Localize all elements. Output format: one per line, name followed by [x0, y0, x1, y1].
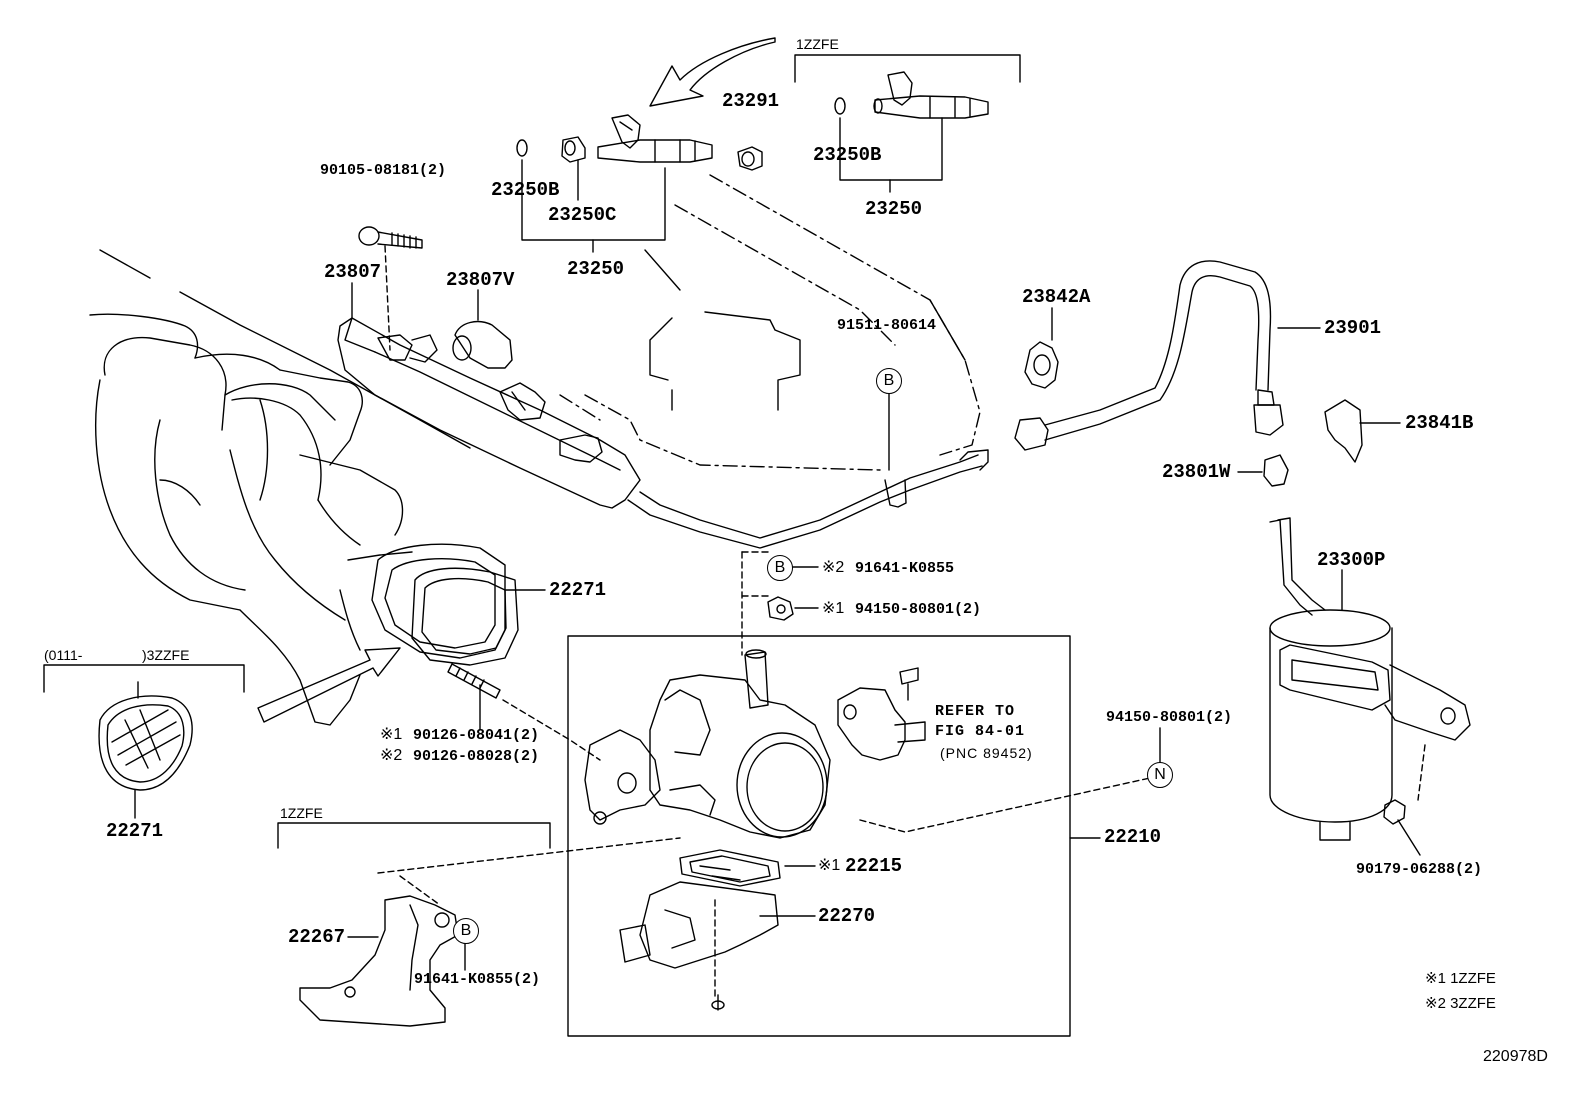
engine-tag-top: 1ZZFE — [796, 36, 839, 52]
part-23807v[interactable]: 23807V — [446, 269, 515, 291]
part-90105[interactable]: 90105-08181(2) — [320, 162, 447, 179]
leader-lines — [43, 54, 1421, 971]
part-22271-alt[interactable]: 22271 — [106, 820, 164, 842]
direction-arrow-top — [649, 37, 776, 107]
legend-1: ※1 1ZZFE — [1425, 970, 1496, 987]
figure-code: 220978D — [1483, 1048, 1548, 1065]
iac-valve — [619, 849, 781, 1011]
ref-line-1: REFER TO — [935, 703, 1016, 720]
engine-tag-bottom: 1ZZFE — [280, 805, 323, 821]
part-91511[interactable]: 91511-80614 — [837, 317, 937, 334]
mark-1-b: ※1 — [380, 726, 403, 743]
part-23250c[interactable]: 23250C — [548, 204, 617, 226]
ref-line-2: FIG 84-01 — [935, 723, 1026, 740]
intake-manifold — [89, 249, 471, 726]
clip-23801w — [1263, 454, 1289, 487]
part-23841b[interactable]: 23841B — [1405, 412, 1474, 434]
part-91641-a[interactable]: 91641-K0855 — [855, 560, 955, 577]
throttle-body — [584, 649, 831, 839]
callout-b-bracket: B — [453, 918, 479, 944]
engine-tag-left: )3ZZFE — [142, 647, 190, 663]
engine-tag-range: (0111- — [44, 647, 83, 663]
part-91641-b[interactable]: 91641-K0855(2) — [414, 971, 541, 988]
mark-2-b: ※2 — [380, 747, 403, 764]
bracket-22267 — [299, 895, 459, 1027]
clamp-23842a — [1024, 341, 1059, 389]
engine-cover — [559, 174, 981, 471]
ref-line-3: (PNC 89452) — [940, 745, 1033, 761]
bolt-90105 — [358, 226, 423, 249]
gasket-22271-alt — [98, 681, 193, 791]
part-23300p[interactable]: 23300P — [1317, 549, 1386, 571]
part-23291[interactable]: 23291 — [722, 90, 780, 112]
throttle-body-frame — [567, 635, 1071, 1037]
part-23250b-left[interactable]: 23250B — [491, 179, 560, 201]
damper-23807v — [452, 320, 513, 369]
part-23250-left[interactable]: 23250 — [567, 258, 625, 280]
part-90126-a[interactable]: 90126-08041(2) — [413, 727, 540, 744]
legend-2: ※2 3ZZFE — [1425, 995, 1496, 1012]
mark-1-c: ※1 — [818, 857, 841, 874]
callout-n: N — [1147, 762, 1173, 788]
fuel-rail — [337, 317, 989, 549]
nut-94150-icon — [767, 596, 794, 621]
nut-90179 — [1383, 799, 1406, 825]
clamp-23841b — [1324, 399, 1363, 463]
injector-right — [834, 71, 989, 119]
part-22215[interactable]: 22215 — [845, 855, 903, 877]
gasket-22271 — [371, 543, 519, 666]
direction-arrow-left — [257, 647, 401, 723]
part-23250b-right[interactable]: 23250B — [813, 144, 882, 166]
callout-b-throttle: B — [767, 555, 793, 581]
part-22267[interactable]: 22267 — [288, 926, 346, 948]
part-90126-b[interactable]: 90126-08028(2) — [413, 748, 540, 765]
stud-90126 — [447, 663, 501, 699]
part-22270[interactable]: 22270 — [818, 905, 876, 927]
dashed-leaders — [377, 245, 1426, 1001]
throttle-sensor — [837, 667, 926, 761]
mark-1-a: ※1 — [822, 600, 845, 617]
part-22210[interactable]: 22210 — [1104, 826, 1162, 848]
grommet-23291 — [737, 146, 763, 171]
part-90179[interactable]: 90179-06288(2) — [1356, 861, 1483, 878]
part-94150-b[interactable]: 94150-80801(2) — [1106, 709, 1233, 726]
fuel-filter-23300p — [1269, 517, 1471, 841]
part-23901[interactable]: 23901 — [1324, 317, 1382, 339]
part-22271-main[interactable]: 22271 — [549, 579, 607, 601]
injector-left — [516, 114, 713, 163]
part-23842a[interactable]: 23842A — [1022, 286, 1091, 308]
part-94150-a[interactable]: 94150-80801(2) — [855, 601, 982, 618]
callout-b-pipe: B — [876, 368, 902, 394]
part-23807[interactable]: 23807 — [324, 261, 382, 283]
mark-2-a: ※2 — [822, 559, 845, 576]
part-23250-right[interactable]: 23250 — [865, 198, 923, 220]
fuel-pipe-23901 — [1014, 260, 1284, 451]
part-23801w[interactable]: 23801W — [1162, 461, 1231, 483]
